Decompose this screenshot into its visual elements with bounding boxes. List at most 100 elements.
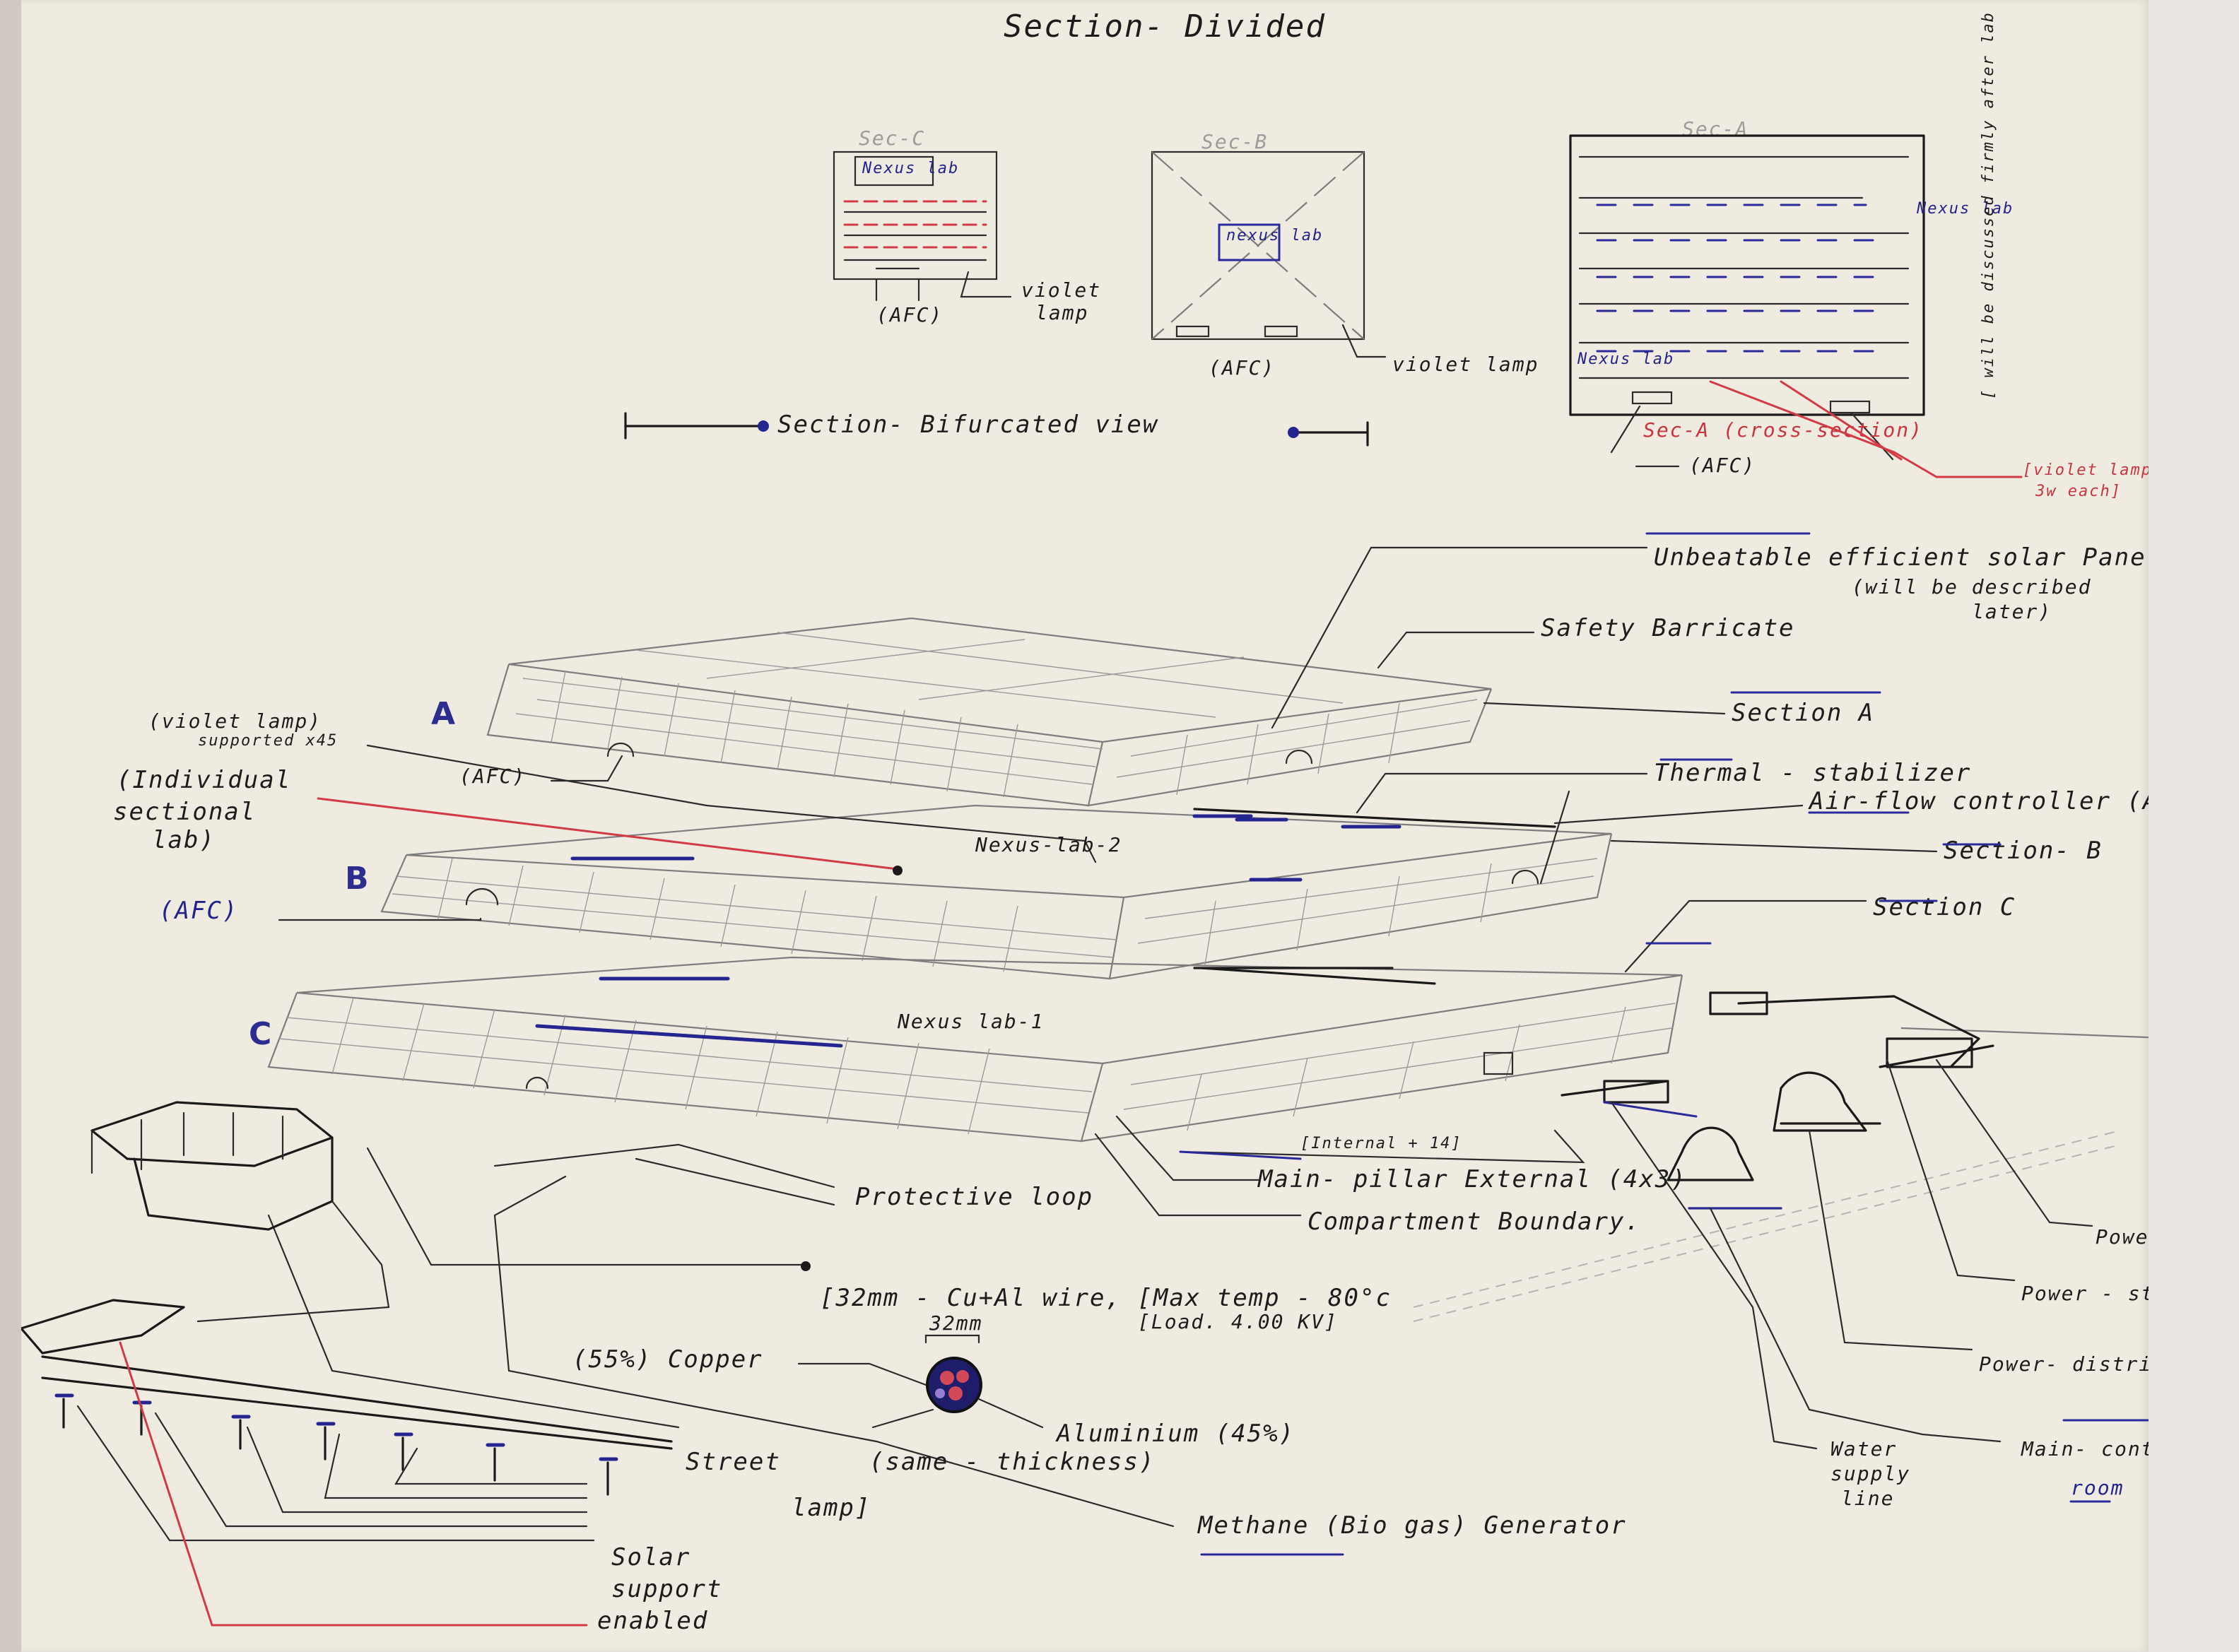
sec-b-afc-1 <box>1175 325 1210 338</box>
section-a-afc-arches <box>606 742 1313 765</box>
cable-leaders <box>797 1362 1044 1429</box>
paper-sheet: Section- Divided Sec-C Nexus lab (AFC) v… <box>21 0 2149 1652</box>
sec-a-violet-label-1: [violet lamp <box>2023 461 2149 479</box>
label-wire-load: [Load. 4.00 KV] <box>1138 1310 1338 1333</box>
section-c-block: C <box>249 956 2149 1322</box>
sec-b-afc-label: (AFC) <box>1209 356 1275 379</box>
sec-a-violet-label-2: 3w each] <box>2035 483 2122 500</box>
label-afc-b: (AFC) <box>159 897 238 925</box>
cable-dimension-bracket <box>924 1334 980 1344</box>
label-underlines <box>1645 532 2002 945</box>
section-a-walls <box>486 663 1493 807</box>
label-power-distributor: Power- distributor <box>1979 1352 2149 1376</box>
section-c-walls <box>267 974 1683 1143</box>
wire-leader <box>366 1147 807 1266</box>
power-stabiliser-leader <box>1886 1058 2016 1282</box>
safety-leader <box>1377 631 1535 669</box>
pillar-bar <box>1179 1129 1585 1164</box>
label-thermal-stabilizer: Thermal - stabilizer <box>1654 759 1971 787</box>
afc-b-arch-leader <box>1539 790 1570 885</box>
label-methane-generator: Methane (Bio gas) Generator <box>1197 1511 1627 1540</box>
generator-and-street-lamps <box>21 1101 673 1627</box>
hand-drawn-diagram: Section- Divided Sec-C Nexus lab (AFC) v… <box>21 0 2149 1635</box>
generator-wire <box>196 1200 390 1323</box>
generator-rails <box>90 1111 284 1174</box>
label-violet-support-2: supported x45 <box>198 732 338 750</box>
sec-c-outline <box>833 151 998 281</box>
individual-lab-leader <box>317 797 899 871</box>
label-power-divider: Power-divider <box>2096 1225 2149 1249</box>
label-main-control-2: room <box>2071 1476 2124 1499</box>
label-solar-panel-1: Unbeatable efficient solar Panel <box>1654 543 2149 572</box>
sec-a-nexus-top: Nexus lab <box>1916 200 2014 218</box>
label-internal: [Internal + 14] <box>1300 1135 1462 1152</box>
thermal-stabilizer-bars <box>1193 808 1556 969</box>
sec-a-side-note: [ will be discussed firmly after lab ] <box>1980 0 1997 399</box>
sec-a-afc-label: (AFC) <box>1689 454 1756 477</box>
label-street-1: Street <box>686 1448 781 1476</box>
section-a-grid-verticals <box>551 671 1400 798</box>
sec-a-diagram: Sec-A Nexus lab Nexus lab [ will be disc… <box>1569 0 2149 500</box>
label-solar-panel-2: (will be described <box>1852 575 2091 598</box>
sec-a-nexus-bottom: Nexus lab <box>1577 350 1674 368</box>
sec-c-violet-label-1: violet <box>1021 278 1101 302</box>
afc-a-leader <box>550 755 623 782</box>
label-violet-support-1: (violet lamp) <box>148 709 322 733</box>
bifurcated-view-label: Section- Bifurcated view <box>777 411 1158 439</box>
section-b-block: B <box>345 804 1613 980</box>
street-lamp-posts <box>54 1393 618 1496</box>
equipment-blue-underline <box>1603 1101 1782 1210</box>
sec-c-lamp-rows <box>843 200 987 261</box>
sec-a-outline <box>1569 134 1925 416</box>
sec-b-title: Sec-B <box>1201 130 1268 153</box>
section-c-ground-ghost <box>1413 1130 2121 1322</box>
street-lamp-rail <box>41 1355 673 1450</box>
sec-b-diagonals <box>1151 151 1365 340</box>
sec-c-afc-label: (AFC) <box>876 303 943 326</box>
label-water-2: supply <box>1830 1462 1910 1485</box>
methane-leader <box>493 1175 1175 1528</box>
label-safety-barricate: Safety Barricate <box>1541 614 1795 642</box>
main-control-underline <box>2062 1419 2149 1503</box>
section-c-leader <box>1624 899 1867 973</box>
red-solar-wire <box>119 1341 588 1627</box>
label-solar-support-1: Solar <box>611 1543 690 1571</box>
section-a-roof <box>508 617 1492 743</box>
label-copper: (55%) Copper <box>572 1345 763 1374</box>
sec-a-afc-2 <box>1829 400 1871 414</box>
street-lamp-leader <box>267 1214 680 1429</box>
cable-circle <box>926 1357 982 1413</box>
section-b-leader <box>1610 839 1938 853</box>
label-main-control-1: Main- control <box>2021 1437 2149 1461</box>
sec-c-title: Sec-C <box>859 126 925 150</box>
label-solar-panel-3: later) <box>1972 600 2052 623</box>
section-c-right-extension <box>1900 1027 2149 1039</box>
section-b-walls <box>380 833 1613 980</box>
main-pillar-leader <box>1115 1115 1259 1181</box>
label-individual-2: sectional <box>113 798 256 826</box>
section-c-thermal-bar <box>1200 967 1436 985</box>
label-individual-1: (Individual <box>117 766 291 794</box>
airflow-leader <box>1553 804 1804 825</box>
label-wire-spec: [32mm - Cu+Al wire, [Max temp - 80°c <box>820 1284 1392 1312</box>
bottom-leader-lines <box>267 1115 1585 1528</box>
sec-a-violet-leads <box>1709 380 2023 478</box>
sec-b-nexus-box <box>1218 223 1281 261</box>
sec-c-nexus-label: Nexus lab <box>862 160 959 177</box>
label-section-b: Section- B <box>1944 837 2103 865</box>
section-a-leader <box>1483 702 1726 715</box>
sec-a-afc-1 <box>1631 391 1673 405</box>
label-street-2: lamp] <box>792 1494 871 1522</box>
section-letter-c: C <box>249 1016 271 1052</box>
section-b-blue-panels <box>570 814 1303 882</box>
sec-a-afc-leads <box>1610 405 1894 461</box>
section-c-grid <box>278 1003 1676 1114</box>
sec-b-violet-label: violet lamp <box>1392 353 1539 376</box>
label-main-pillar: Main- pillar External (4x3) <box>1257 1165 1687 1193</box>
label-afc-a: (AFC) <box>459 765 526 788</box>
label-nexus-lab-1: Nexus lab-1 <box>897 1010 1044 1033</box>
cable-cross-section: 32mm <box>797 1311 1044 1429</box>
power-divider-unit <box>1709 991 1980 1068</box>
section-b-grid <box>392 858 1598 958</box>
afc-b-leader <box>278 917 482 921</box>
